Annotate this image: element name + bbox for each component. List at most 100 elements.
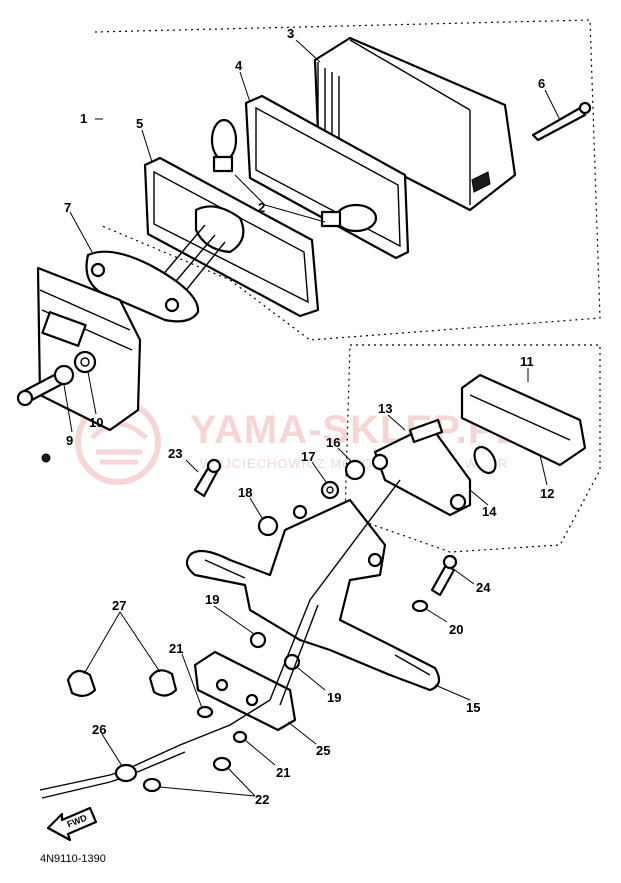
callout-21a: 21 bbox=[169, 641, 183, 656]
connector-block bbox=[41, 311, 87, 347]
part-25-reflector bbox=[193, 650, 297, 732]
lamp-bracket-hole-left bbox=[371, 453, 389, 471]
leader-2a bbox=[234, 174, 266, 206]
diagram-code: 4N9110-1390 bbox=[40, 853, 106, 865]
leader-16 bbox=[337, 447, 353, 463]
bolt-head bbox=[16, 389, 34, 407]
leader-27 bbox=[83, 611, 161, 675]
callout-14: 14 bbox=[482, 504, 497, 519]
callout-16: 16 bbox=[326, 435, 340, 450]
callout-10: 10 bbox=[89, 415, 103, 430]
bolt-24-head bbox=[442, 554, 458, 570]
lens-housing-edges bbox=[349, 39, 471, 205]
callout-7: 7 bbox=[64, 200, 71, 215]
license-lamp-lens-line bbox=[469, 394, 571, 441]
leader-19a bbox=[213, 605, 255, 635]
callout-27: 27 bbox=[112, 598, 126, 613]
callout-13: 13 bbox=[378, 401, 392, 416]
collar-inner bbox=[80, 357, 90, 367]
license-lamp-body bbox=[460, 373, 587, 467]
small-nut bbox=[41, 453, 51, 463]
part-18-nut bbox=[257, 515, 279, 537]
callout-19a: 19 bbox=[205, 592, 219, 607]
bolt-24-shaft bbox=[430, 563, 456, 597]
callout-labels: 1 2 3 4 5 6 7 9 10 11 12 13 14 15 16 17 … bbox=[64, 26, 554, 807]
part-2-bulbs bbox=[210, 118, 378, 233]
part-6-screw bbox=[531, 101, 592, 142]
lamp-socket bbox=[408, 418, 444, 444]
callout-9: 9 bbox=[66, 433, 73, 448]
lens-ribs bbox=[317, 62, 340, 138]
bulb-upper-base bbox=[212, 155, 234, 173]
callout-17: 17 bbox=[301, 449, 315, 464]
callout-2: 2 bbox=[258, 200, 265, 215]
callout-5: 5 bbox=[136, 116, 143, 131]
clamp-right bbox=[148, 669, 178, 697]
callout-24: 24 bbox=[476, 580, 491, 595]
lamp-bracket-hole-right bbox=[449, 493, 467, 511]
clip-21-upper bbox=[196, 705, 214, 719]
washer-17-hole bbox=[326, 486, 334, 494]
bulb-lower-base bbox=[320, 210, 342, 228]
callout-11: 11 bbox=[520, 354, 534, 369]
callout-15: 15 bbox=[466, 700, 480, 715]
bracket-hole-left bbox=[90, 262, 106, 278]
nut-16 bbox=[344, 459, 366, 481]
part-13-lamp-bracket bbox=[371, 418, 472, 517]
part-22-grommets bbox=[142, 756, 232, 793]
part-21-clips bbox=[196, 705, 248, 744]
leader-lines bbox=[63, 39, 561, 797]
assembly-outlines bbox=[94, 19, 601, 553]
leader-21b bbox=[244, 739, 276, 766]
reflector-body bbox=[193, 650, 297, 732]
taillight-assembly-outline bbox=[94, 19, 601, 341]
leader-17 bbox=[311, 461, 327, 483]
leader-18 bbox=[249, 497, 263, 519]
callout-23: 23 bbox=[168, 446, 182, 461]
leader-14 bbox=[469, 489, 489, 506]
leader-15 bbox=[434, 684, 471, 701]
leader-4 bbox=[239, 71, 251, 103]
part-17-washer bbox=[320, 480, 340, 500]
callout-12: 12 bbox=[540, 486, 554, 501]
leader-3 bbox=[295, 39, 321, 63]
callout-19b: 19 bbox=[327, 690, 341, 705]
harness-wire-b bbox=[41, 751, 186, 799]
leader-26 bbox=[101, 733, 123, 767]
reflector-hole-a bbox=[215, 678, 229, 692]
bolt-washer bbox=[53, 364, 75, 386]
washer-20 bbox=[411, 599, 429, 613]
callout-22: 22 bbox=[255, 792, 269, 807]
leader-7 bbox=[69, 211, 93, 253]
clamp-left bbox=[66, 669, 97, 697]
leader-25 bbox=[287, 721, 317, 745]
part-5-base-plate bbox=[143, 156, 320, 318]
socket-cluster bbox=[194, 205, 245, 254]
leader-5 bbox=[141, 129, 153, 163]
part-20-washer bbox=[411, 599, 429, 613]
gasket-inner bbox=[255, 106, 401, 248]
reflector-hole-b bbox=[245, 693, 259, 707]
callout-3: 3 bbox=[287, 26, 294, 41]
part-11-license-lamp bbox=[460, 373, 587, 467]
leader-6 bbox=[544, 89, 561, 121]
leader-9 bbox=[63, 384, 73, 433]
grommet-22-upper bbox=[212, 756, 232, 772]
bracket-slots bbox=[204, 559, 431, 676]
screw-shaft bbox=[531, 106, 587, 142]
part-24-bolt bbox=[430, 554, 458, 597]
leader-22 bbox=[159, 766, 256, 797]
bracket-hole-a bbox=[292, 504, 308, 520]
leader-19b bbox=[297, 667, 326, 691]
leader-23 bbox=[185, 459, 199, 473]
washer-17 bbox=[320, 480, 340, 500]
harness-grommet bbox=[114, 763, 138, 783]
part-9-bolt bbox=[16, 364, 75, 463]
callout-6: 6 bbox=[538, 76, 545, 91]
bulb-lower bbox=[334, 203, 378, 233]
callout-4: 4 bbox=[235, 58, 243, 73]
part-27-clamps bbox=[66, 669, 178, 697]
grommet-upper bbox=[249, 631, 267, 649]
harness-to-lamp bbox=[269, 479, 401, 706]
